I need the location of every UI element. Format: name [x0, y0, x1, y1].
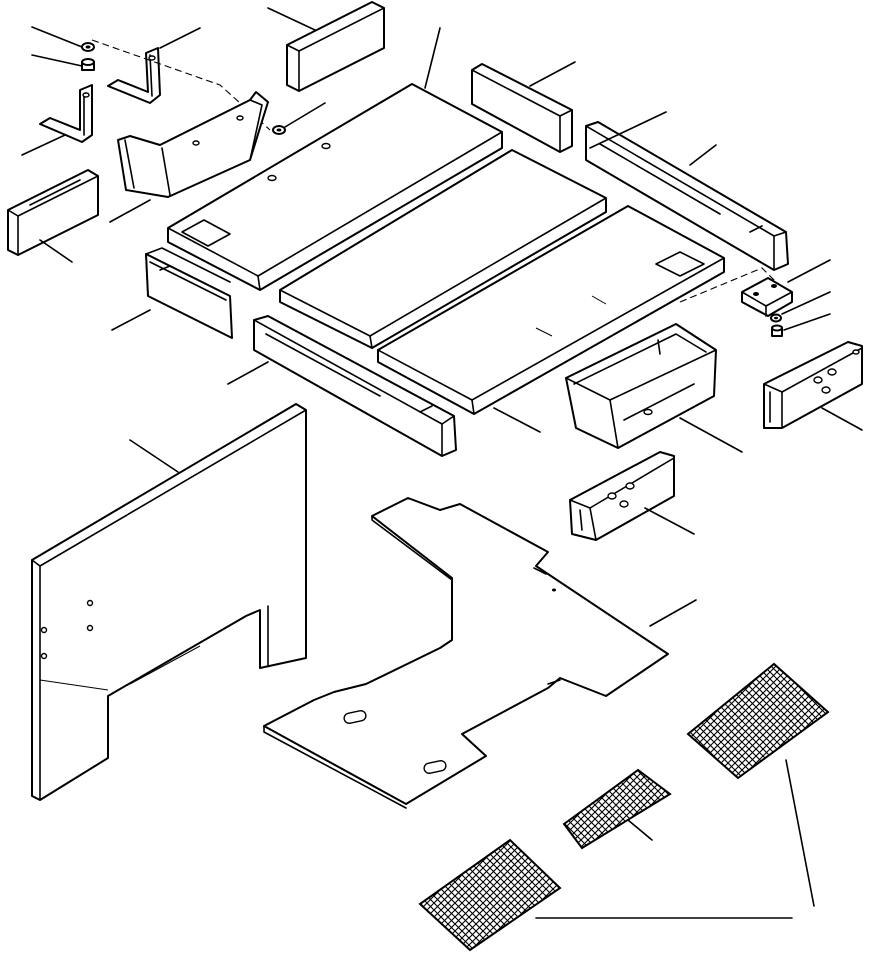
seat-board-center [279, 149, 607, 349]
curved-cover [117, 91, 269, 198]
bolt-top-left [81, 58, 95, 71]
seat-board-right [377, 205, 725, 415]
leader-rail-rear [689, 144, 717, 166]
leader-bracket-upper [159, 27, 201, 49]
end-block-center [569, 451, 675, 541]
long-rail-rear [585, 121, 789, 271]
leader-tray [679, 417, 743, 453]
leader-spacer-top [267, 7, 316, 31]
leader-washer [31, 26, 83, 48]
tray-box [565, 323, 717, 449]
leader-floor-mat [649, 599, 697, 627]
washer-top-left [81, 42, 95, 52]
leader-bolt [31, 54, 83, 67]
mesh-pad-large [686, 662, 830, 780]
bracket-lower [39, 84, 93, 143]
leader-mesh-large [785, 759, 815, 907]
side-panel [31, 403, 307, 801]
spacer-block-top [286, 1, 385, 92]
channel-left [145, 247, 233, 339]
leader-cover [109, 199, 151, 223]
leader-mesh-small [627, 819, 653, 841]
washer-right [770, 313, 782, 323]
mesh-pad-small [562, 768, 672, 850]
leader-rail-rear-2 [589, 111, 667, 149]
leader-wedge [39, 239, 73, 263]
spacer-block-right [471, 63, 573, 153]
seat-board-left [167, 83, 503, 291]
leader-end-block-center [644, 507, 695, 535]
leader-bolt-right [783, 313, 831, 331]
mount-plate [741, 277, 793, 317]
leader-board-left [424, 27, 441, 89]
leader-board-right [493, 407, 541, 433]
nut-cover [272, 125, 286, 135]
bolt-right [771, 324, 783, 337]
wedge-pad-left [7, 169, 99, 256]
end-block-right [763, 341, 863, 429]
leader-plate [787, 259, 831, 283]
leader-rail-front [227, 361, 269, 385]
leader-spacer-right [529, 61, 576, 87]
floor-mat [263, 497, 669, 809]
leader-channel [111, 309, 151, 331]
leader-bracket-lower [21, 134, 66, 156]
alignment-dash-right [679, 267, 777, 303]
long-rail-front [253, 315, 457, 457]
mesh-pad-left [418, 838, 562, 952]
leader-end-block-right [821, 407, 863, 431]
leader-nut [284, 102, 326, 128]
leader-side-panel [129, 439, 179, 473]
bracket-upper [107, 47, 161, 104]
leader-washer-right [781, 291, 831, 315]
